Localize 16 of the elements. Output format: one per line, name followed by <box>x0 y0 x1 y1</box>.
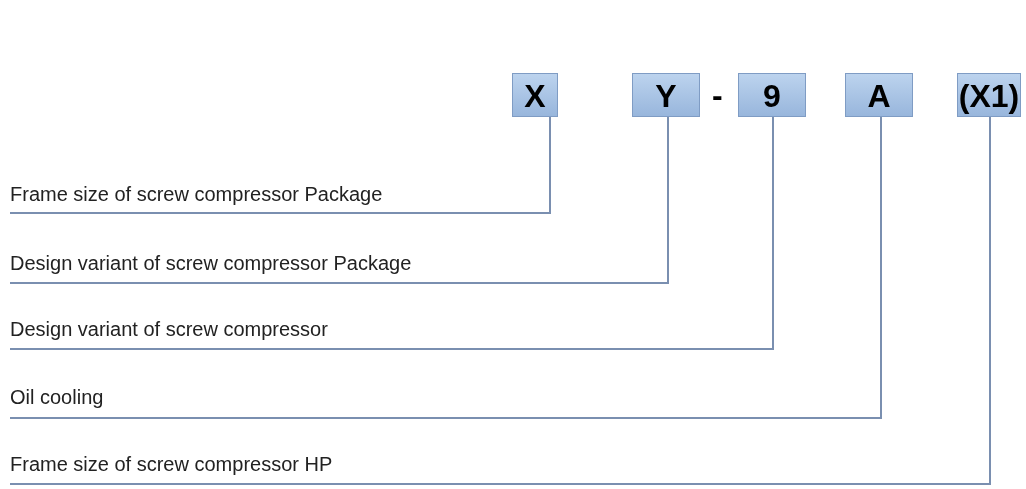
description-text: Design variant of screw compressor <box>10 318 328 341</box>
description-text: Oil cooling <box>10 386 104 409</box>
description-text: Frame size of screw compressor Package <box>10 183 383 206</box>
leader-line <box>9 116 669 284</box>
code-box: X <box>512 73 558 117</box>
leader-line <box>9 116 991 485</box>
leader-line <box>9 116 551 214</box>
code-box: A <box>845 73 913 117</box>
separator-dash: - <box>712 76 723 115</box>
code-box: (X1) <box>957 73 1021 117</box>
leader-line <box>9 116 882 419</box>
code-box: 9 <box>738 73 806 117</box>
description-text: Frame size of screw compressor HP <box>10 453 333 476</box>
code-box: Y <box>632 73 700 117</box>
description-text: Design variant of screw compressor Package <box>10 252 412 275</box>
leader-line <box>9 116 774 350</box>
